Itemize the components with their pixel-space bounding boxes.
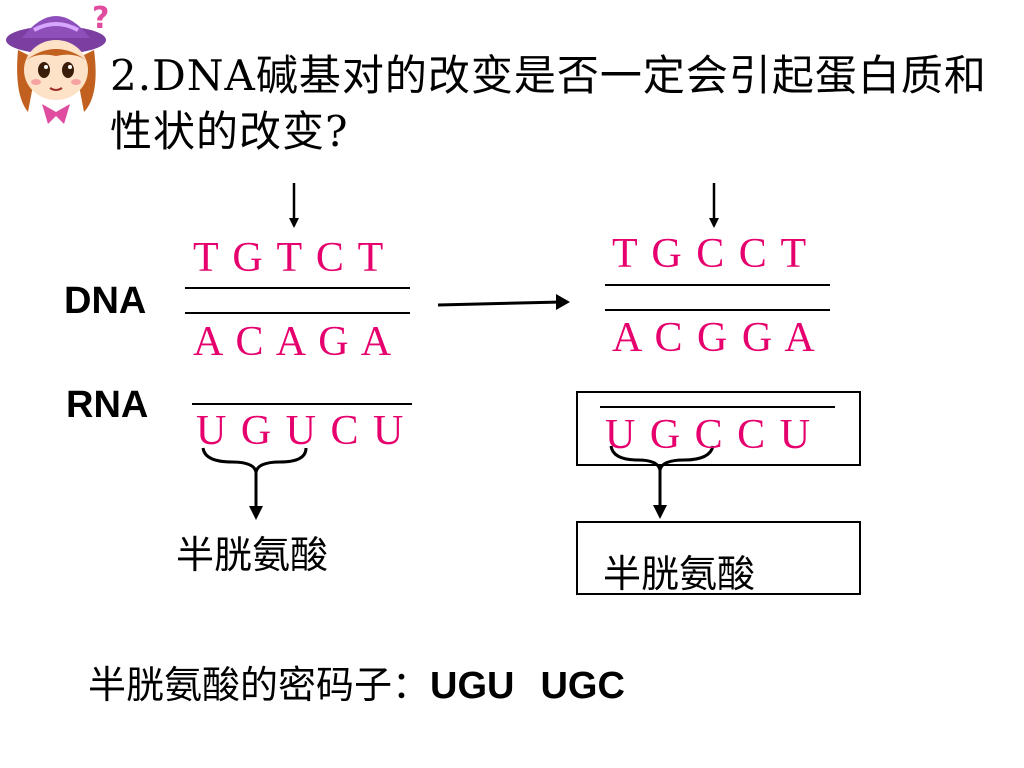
mutation-pointer-arrow-icon [289,183,719,228]
dna-strand-lines-mutated [605,284,830,311]
dna-label: DNA [64,280,147,322]
amino-acid-mutated: 半胱氨酸 [603,552,756,596]
codon-to-amino-arrow-icon [249,470,667,520]
rna-strand-mutated: U G C C U [605,412,811,458]
dna-strand-lines-original [185,287,410,314]
codon-ugc: UGC [540,665,625,707]
mutated-rna-box [576,391,861,466]
svg-text:?: ? [92,1,109,36]
question-title: 2.DNA碱基对的改变是否一定会引起蛋白质和性状的改变? [110,51,987,156]
dna-top-strand-mutated: T G C C T [612,231,807,277]
rna-strand-original: U G U C U [196,408,404,454]
dna-bottom-strand-original: A C A G A [193,319,392,365]
codon-footer-prefix: 半胱氨酸的密码子： [88,663,431,707]
amino-acid-original: 半胱氨酸 [176,533,329,577]
dna-bottom-strand-mutated: A C G G A [612,315,815,361]
rna-label: RNA [66,384,149,426]
girl-question-mascot-icon: ? [6,1,109,124]
codon-footer: 半胱氨酸的密码子：UGU UGC [88,654,625,709]
dna-top-strand-original: T G T C T [193,235,384,281]
mutated-amino-acid-box [576,521,861,595]
codon-ugu: UGU [430,665,515,707]
transition-arrow-icon [437,294,570,310]
